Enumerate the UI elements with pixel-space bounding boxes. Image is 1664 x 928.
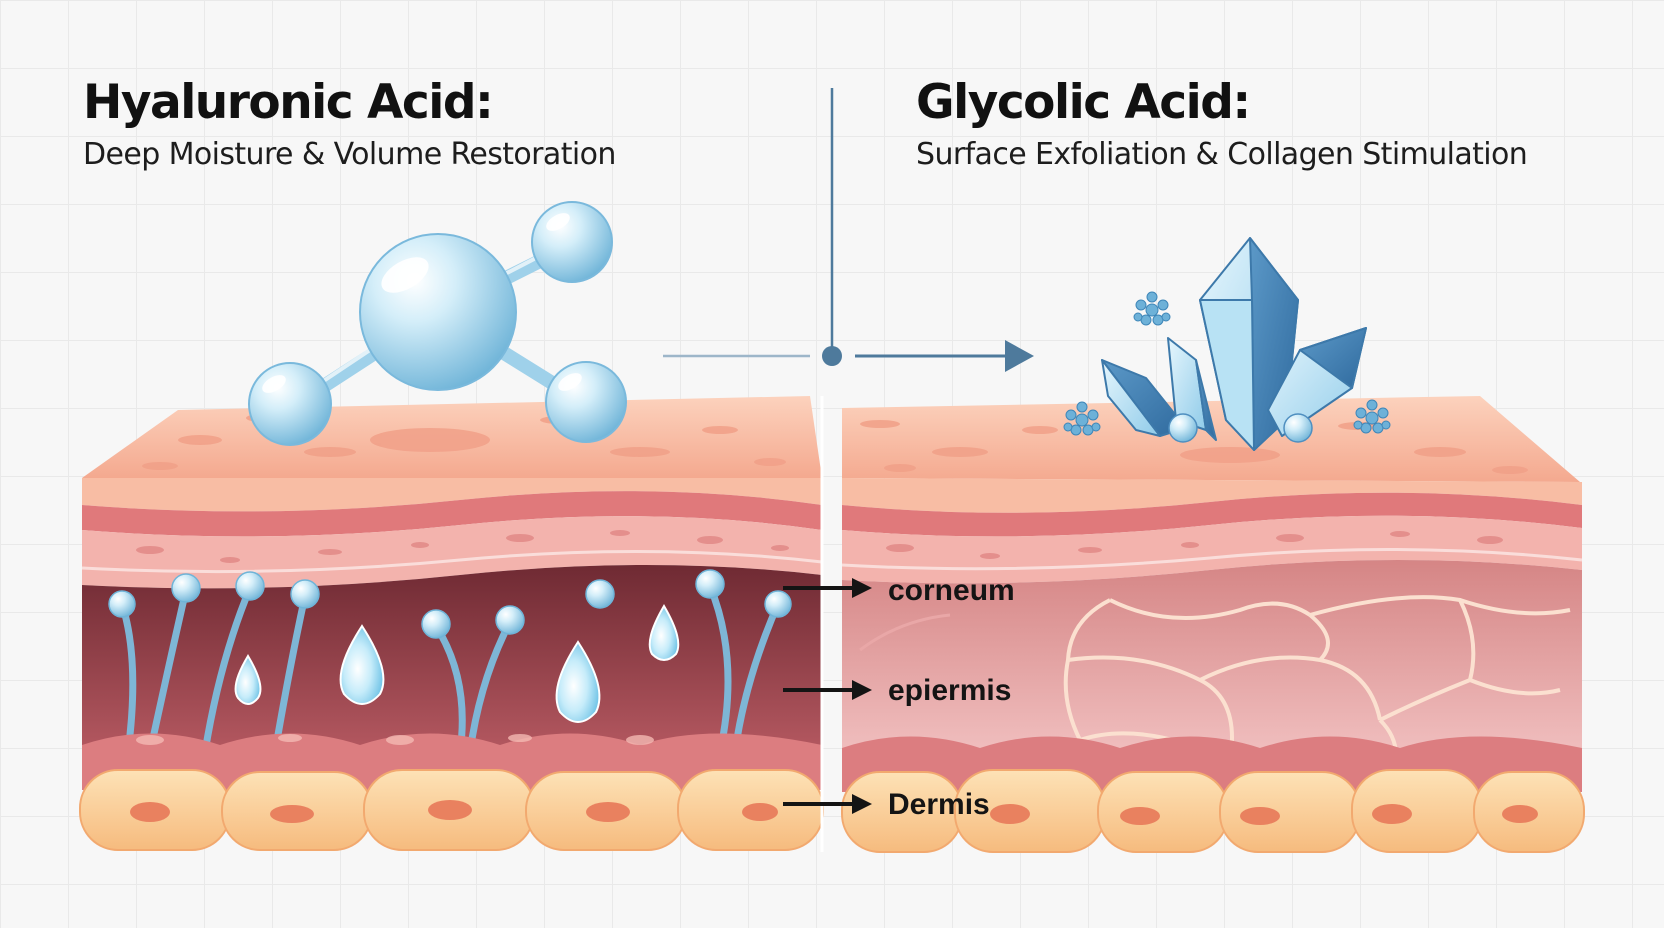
left-heading: Hyaluronic Acid: Deep Moisture & Volume … bbox=[83, 74, 616, 175]
left-subtitle: Deep Moisture & Volume Restoration bbox=[83, 137, 616, 172]
right-subtitle: Surface Exfoliation & Collagen Stimulati… bbox=[916, 137, 1528, 172]
label-dermis: Dermis bbox=[888, 788, 990, 821]
particle-cluster-icon bbox=[1063, 291, 1391, 436]
layer-arrows bbox=[783, 586, 858, 806]
glycolic-crystal-icon bbox=[1101, 237, 1367, 451]
water-droplet-icon bbox=[234, 604, 680, 723]
label-corneum: corneum bbox=[888, 574, 1015, 607]
panel-divider bbox=[663, 88, 1034, 372]
arrow-right-icon bbox=[852, 794, 872, 814]
glycolic-skin-block bbox=[841, 396, 1585, 853]
arrow-right-icon bbox=[852, 680, 872, 700]
hyaluronic-molecule-icon bbox=[248, 201, 627, 446]
arrow-right-icon bbox=[1005, 340, 1034, 372]
hyaluronic-skin-block bbox=[79, 396, 824, 852]
right-title: Glycolic Acid: bbox=[916, 75, 1251, 130]
arrow-right-icon bbox=[852, 578, 872, 598]
right-heading: Glycolic Acid: Surface Exfoliation & Col… bbox=[916, 74, 1528, 175]
collagen-network bbox=[1063, 595, 1571, 766]
label-epidermis: epiermis bbox=[888, 674, 1011, 707]
left-title: Hyaluronic Acid: bbox=[83, 75, 494, 130]
